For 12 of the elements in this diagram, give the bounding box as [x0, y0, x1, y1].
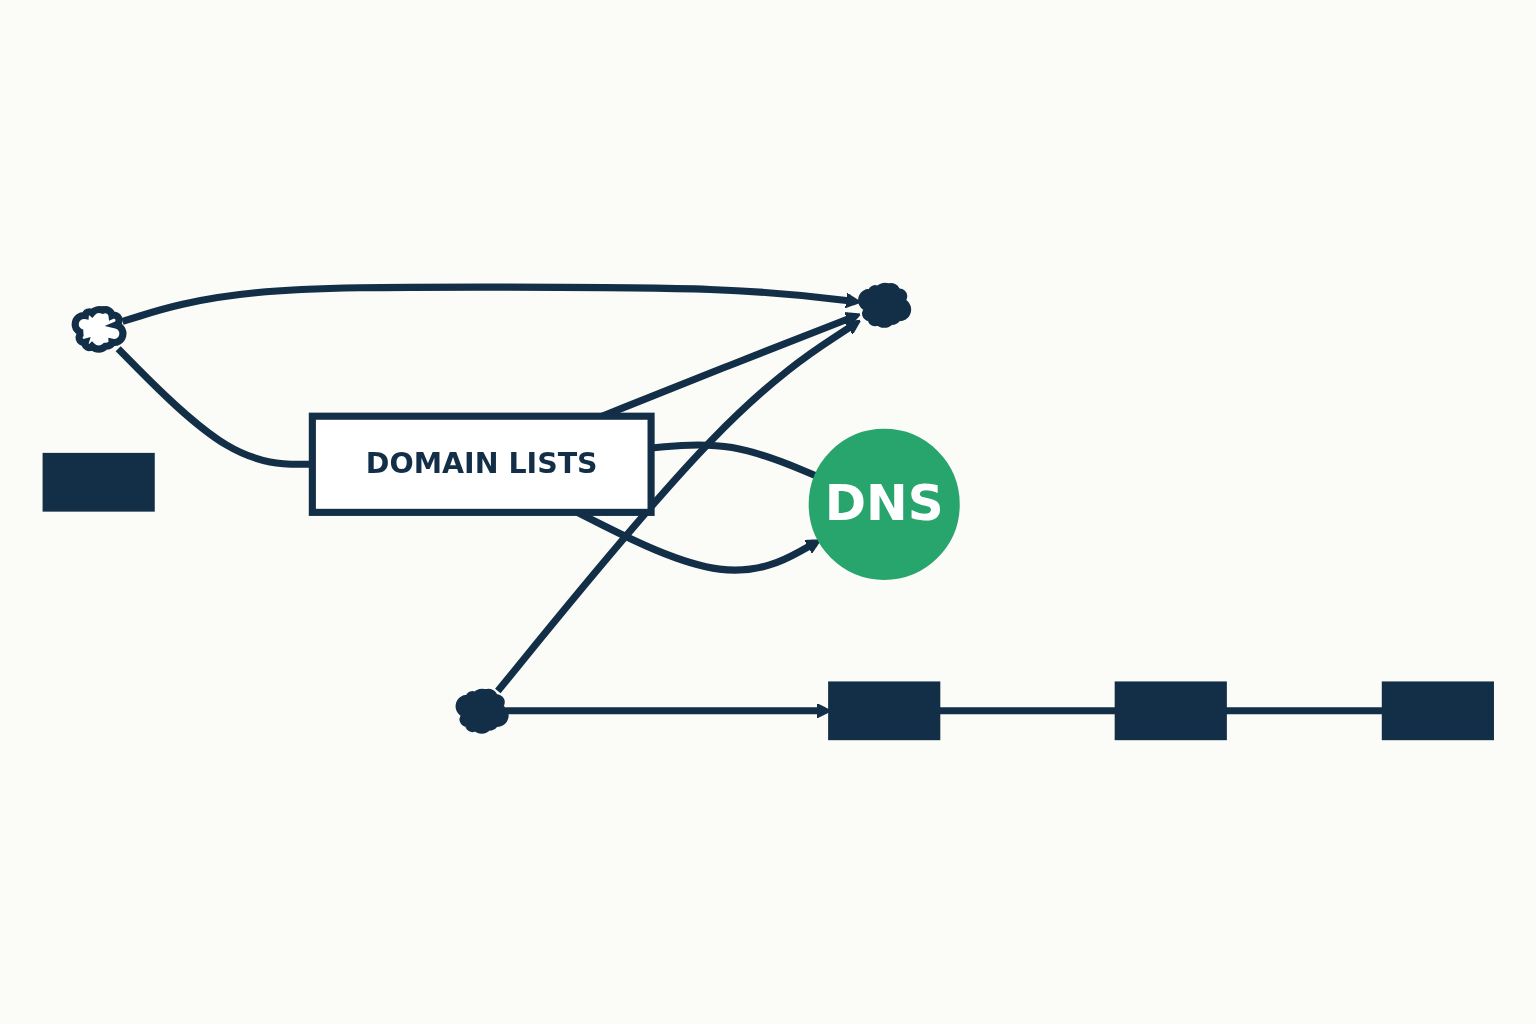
arrow [121, 284, 861, 326]
node-box [1114, 681, 1227, 741]
node-box [42, 453, 155, 513]
connector [937, 707, 1118, 715]
node-box [827, 681, 941, 741]
node-cloud [71, 306, 127, 354]
arrow [494, 320, 861, 694]
node-circle: DNS [808, 429, 960, 581]
node-cloud [857, 283, 911, 329]
node-cloud [455, 689, 509, 735]
node-box [1381, 681, 1494, 741]
node-box: DOMAIN LISTS [308, 413, 655, 517]
